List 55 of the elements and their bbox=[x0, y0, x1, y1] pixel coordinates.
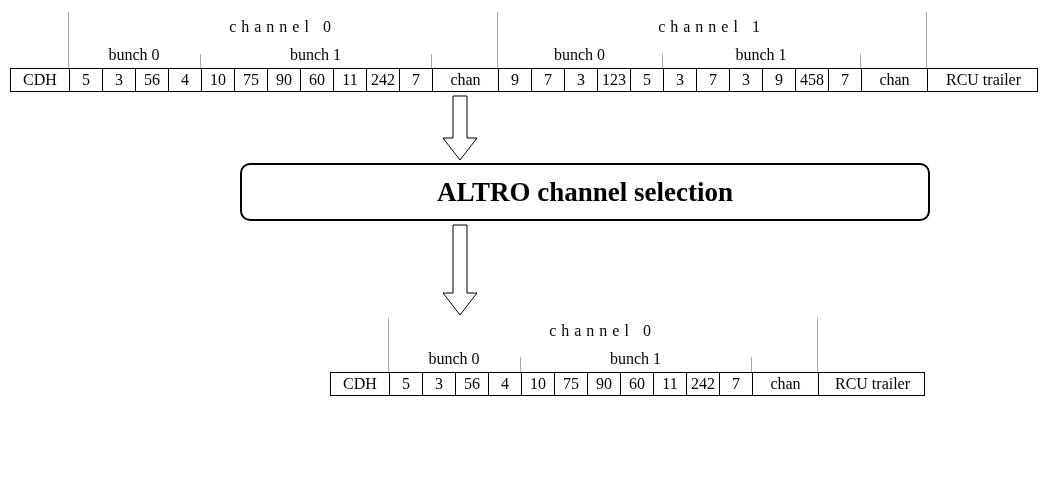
data-word-text: 3 bbox=[742, 70, 750, 90]
bunch-label: bunch 1 bbox=[289, 46, 342, 64]
data-word-text: 7 bbox=[709, 70, 717, 90]
data-word-text: 7 bbox=[412, 70, 420, 90]
data-word-text: 3 bbox=[577, 70, 585, 90]
data-word-text: 9 bbox=[511, 70, 519, 90]
data-word-text: 75 bbox=[563, 374, 579, 394]
data-format-table bbox=[10, 12, 1038, 92]
channel-label: channel 0 bbox=[229, 18, 336, 36]
data-word-text: 75 bbox=[243, 70, 259, 90]
data-format-table bbox=[330, 318, 925, 396]
data-word-text: 7 bbox=[841, 70, 849, 90]
data-word-text: 56 bbox=[144, 70, 160, 90]
data-word-text: chan bbox=[879, 70, 910, 90]
block-arrow bbox=[442, 95, 478, 161]
block-arrow bbox=[442, 224, 478, 316]
data-word-text: 7 bbox=[732, 374, 740, 394]
data-word-text: CDH bbox=[23, 70, 57, 90]
process-box bbox=[240, 163, 930, 221]
data-word-text: 3 bbox=[435, 374, 443, 394]
data-word-text: 242 bbox=[371, 70, 395, 90]
data-word-text: 7 bbox=[544, 70, 552, 90]
data-word-text: 10 bbox=[210, 70, 226, 90]
data-word-text: 9 bbox=[775, 70, 783, 90]
data-word-text: chan bbox=[770, 374, 801, 394]
data-word-text: 5 bbox=[402, 374, 410, 394]
data-word-text: 60 bbox=[309, 70, 325, 90]
data-word-text: 56 bbox=[464, 374, 480, 394]
data-word-text: 5 bbox=[643, 70, 651, 90]
data-word-text: 242 bbox=[691, 374, 715, 394]
data-word-text: 11 bbox=[662, 374, 678, 394]
bunch-label: bunch 0 bbox=[428, 350, 480, 368]
data-word-text: 5 bbox=[82, 70, 90, 90]
channel-label: channel 1 bbox=[658, 18, 765, 36]
bunch-label: bunch 1 bbox=[609, 350, 662, 368]
data-word-text: RCU trailer bbox=[945, 70, 1022, 90]
data-word-text: RCU trailer bbox=[834, 374, 911, 394]
data-word-text: 4 bbox=[181, 70, 189, 90]
channel-label: channel 0 bbox=[549, 322, 656, 340]
data-word-text: 10 bbox=[530, 374, 546, 394]
bunch-label: bunch 1 bbox=[735, 46, 787, 64]
data-word-text: 90 bbox=[276, 70, 292, 90]
data-word-text: 3 bbox=[676, 70, 684, 90]
data-word-text: CDH bbox=[343, 374, 377, 394]
data-word-text: 90 bbox=[596, 374, 612, 394]
data-word-text: 123 bbox=[602, 70, 626, 90]
bunch-label: bunch 0 bbox=[553, 46, 606, 64]
data-word-text: 11 bbox=[342, 70, 358, 90]
process-title: ALTRO channel selection bbox=[437, 176, 733, 208]
bunch-label: bunch 0 bbox=[108, 46, 160, 64]
data-word-text: 458 bbox=[800, 70, 824, 90]
data-word-text: chan bbox=[450, 70, 481, 90]
data-word-text: 60 bbox=[629, 374, 645, 394]
data-word-text: 3 bbox=[115, 70, 123, 90]
data-word-text: 4 bbox=[501, 374, 509, 394]
